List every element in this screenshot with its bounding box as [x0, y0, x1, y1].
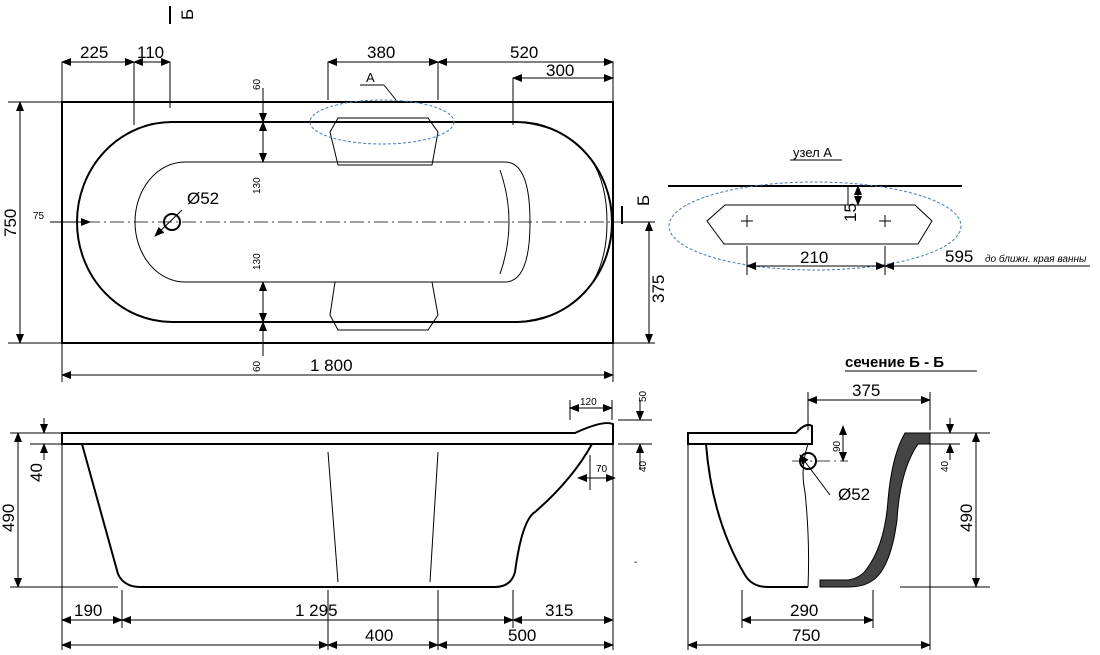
node-a-detail: узел А 15 210 595 до ближн. края ванны	[668, 145, 1090, 275]
section-letter-right: Б	[634, 195, 653, 206]
dim-380: 380	[367, 43, 395, 62]
side-elevation: 490 40 120 50 40 70 - 190 1 295	[0, 390, 652, 650]
dim-750-height: 750	[1, 209, 20, 237]
dim-130-top: 130	[252, 177, 263, 194]
dim-110: 110	[137, 43, 164, 62]
dim-15: 15	[841, 203, 860, 222]
section-body-left	[705, 443, 808, 588]
section-letter-top: Б	[178, 9, 197, 20]
dim-225: 225	[80, 43, 108, 62]
dash-mark: -	[634, 557, 637, 568]
dim-190: 190	[74, 601, 102, 620]
tub-bowl-outline	[134, 161, 531, 283]
drain-hole	[163, 213, 181, 231]
dim-520: 520	[510, 43, 538, 62]
section-dim-90: 90	[832, 440, 843, 452]
dim-40-left: 40	[27, 463, 46, 482]
armrest-top	[329, 117, 439, 166]
dim-595: 595	[945, 247, 973, 266]
drain-label: Ø52	[187, 189, 219, 208]
dim-1800: 1 800	[310, 356, 353, 375]
dim-40-right: 40	[638, 460, 649, 472]
tub-bowl-slope	[499, 169, 510, 275]
armrest-bottom	[329, 281, 439, 331]
dim-400: 400	[365, 626, 393, 645]
elevation-body	[81, 443, 593, 588]
dim-75: 75	[33, 211, 45, 222]
dim-70: 70	[596, 464, 608, 475]
node-a-cloud	[309, 99, 455, 145]
node-armrest	[706, 204, 933, 245]
note-595: до ближн. края ванны	[985, 253, 1087, 265]
section-wall-hatched	[819, 432, 931, 588]
section-dim-750: 750	[792, 626, 820, 645]
dim-120: 120	[580, 397, 597, 408]
dim-210: 210	[800, 248, 828, 267]
section-dim-490: 490	[957, 504, 976, 532]
section-dim-375: 375	[852, 381, 880, 400]
plan-view: Ø52 225 110 380 520 300 A Б 750 75	[1, 6, 668, 382]
node-a-label: A	[366, 70, 375, 85]
section-view: сечение Б - Б Ø52 375 90 40 490 290 750	[687, 354, 990, 650]
elevation-support	[327, 451, 439, 583]
section-rim-left	[687, 423, 813, 445]
dim-60-bottom: 60	[252, 360, 263, 372]
dim-60-top: 60	[252, 78, 263, 90]
node-cloud	[668, 181, 962, 271]
dim-490-left: 490	[0, 504, 18, 532]
section-drain-label: Ø52	[838, 485, 870, 504]
dim-500: 500	[508, 626, 536, 645]
section-title: сечение Б - Б	[845, 354, 944, 371]
section-dim-290: 290	[790, 601, 818, 620]
dim-50: 50	[638, 390, 649, 402]
dim-375-plan: 375	[649, 275, 668, 303]
node-a-title: узел А	[793, 145, 832, 160]
tub-back-curve	[516, 121, 608, 323]
section-dim-40: 40	[940, 460, 951, 472]
dim-1295: 1 295	[295, 601, 338, 620]
dim-315: 315	[545, 601, 573, 620]
dim-300: 300	[546, 61, 574, 80]
dim-130-bottom: 130	[252, 253, 263, 270]
elevation-rim	[61, 422, 614, 445]
